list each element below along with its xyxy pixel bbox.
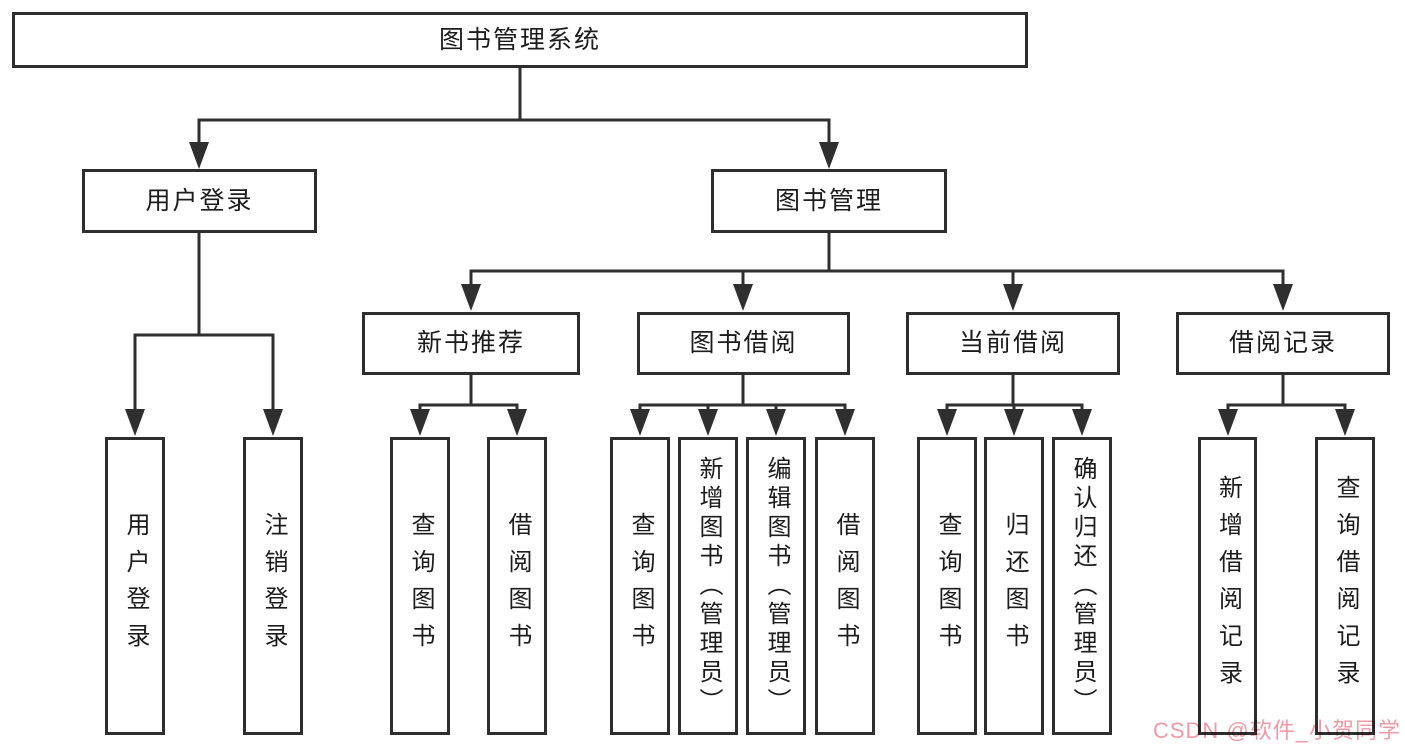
leaf-return-book: 归还图书 <box>984 437 1044 735</box>
arrowhead-icon <box>1335 409 1355 436</box>
arrowhead-icon <box>819 142 839 169</box>
node-book-borrow: 图书借阅 <box>637 312 850 375</box>
node-book-management: 图书管理 <box>711 169 947 233</box>
leaf-borrow-books-recommend: 借阅图书 <box>487 437 547 735</box>
connector-user-login-children <box>133 233 275 414</box>
node-new-book-recommend-label: 新书推荐 <box>416 329 525 357</box>
leaf-query-books-recommend-label: 查询图书 <box>407 512 434 660</box>
arrowhead-icon <box>1218 409 1238 436</box>
leaf-borrow-books-recommend-label: 借阅图书 <box>504 512 531 660</box>
leaf-add-book-admin-label: 新增图书（管理员） <box>695 455 722 717</box>
leaf-borrow-books-label: 借阅图书 <box>832 512 859 660</box>
arrowhead-icon <box>937 409 957 436</box>
leaf-query-books-current-label: 查询图书 <box>934 512 961 660</box>
connector-borrow-record-children <box>1226 375 1347 414</box>
leaf-borrow-books: 借阅图书 <box>815 437 875 735</box>
node-book-management-label: 图书管理 <box>774 186 883 215</box>
arrowhead-icon <box>1273 284 1293 311</box>
connector-book-borrow-children <box>638 375 847 414</box>
node-current-borrow: 当前借阅 <box>906 312 1120 375</box>
leaf-query-books-borrow: 查询图书 <box>610 437 670 735</box>
arrowhead-icon <box>698 409 718 436</box>
arrowhead-icon <box>1004 409 1024 436</box>
leaf-add-book-admin: 新增图书（管理员） <box>678 437 738 735</box>
leaf-query-books-current: 查询图书 <box>917 437 977 735</box>
connector-book-management-children <box>469 233 1285 290</box>
node-new-book-recommend: 新书推荐 <box>362 312 580 375</box>
node-book-borrow-label: 图书借阅 <box>689 329 798 357</box>
arrowhead-icon <box>733 284 753 311</box>
leaf-logout-label: 注销登录 <box>260 512 287 660</box>
leaf-confirm-return-admin: 确认归还（管理员） <box>1052 437 1112 735</box>
arrowheads <box>125 142 1355 436</box>
arrowhead-icon <box>1072 409 1092 436</box>
arrowhead-icon <box>1003 284 1023 311</box>
node-borrow-records-label: 借阅记录 <box>1228 329 1337 357</box>
leaf-edit-book-admin-label: 编辑图书（管理员） <box>763 455 790 717</box>
arrowhead-icon <box>263 409 283 436</box>
arrowhead-icon <box>410 409 430 436</box>
leaf-user-login: 用户登录 <box>105 437 165 735</box>
arrowhead-icon <box>630 409 650 436</box>
node-library-system-label: 图书管理系统 <box>438 25 601 54</box>
leaf-query-books-recommend: 查询图书 <box>390 437 450 735</box>
leaf-query-borrow-record: 查询借阅记录 <box>1315 437 1375 735</box>
node-library-system: 图书管理系统 <box>12 12 1028 68</box>
node-user-login: 用户登录 <box>82 169 317 233</box>
leaf-query-books-borrow-label: 查询图书 <box>627 512 654 660</box>
leaf-confirm-return-admin-label: 确认归还（管理员） <box>1069 455 1096 717</box>
leaf-user-login-label: 用户登录 <box>122 512 149 660</box>
leaf-edit-book-admin: 编辑图书（管理员） <box>746 437 806 735</box>
connector-new-book-children <box>418 375 519 414</box>
arrowhead-icon <box>461 284 481 311</box>
leaf-return-book-label: 归还图书 <box>1001 512 1028 660</box>
arrowhead-icon <box>125 409 145 436</box>
arrowhead-icon <box>189 142 209 169</box>
connector-current-borrow-children <box>945 375 1084 414</box>
leaf-add-borrow-record-label: 新增借阅记录 <box>1214 475 1242 697</box>
arrowhead-icon <box>835 409 855 436</box>
leaf-query-borrow-record-label: 查询借阅记录 <box>1332 475 1359 697</box>
arrowhead-icon <box>507 409 527 436</box>
csdn-watermark: CSDN @软件_小贺同学 <box>1152 718 1401 743</box>
leaf-logout: 注销登录 <box>243 437 303 735</box>
node-user-login-label: 用户登录 <box>145 186 254 215</box>
arrowhead-icon <box>766 409 786 436</box>
leaf-add-borrow-record: 新增借阅记录 <box>1198 437 1257 735</box>
connector-root-to-level2 <box>197 68 831 148</box>
node-current-borrow-label: 当前借阅 <box>958 329 1067 357</box>
node-borrow-records: 借阅记录 <box>1176 312 1390 375</box>
